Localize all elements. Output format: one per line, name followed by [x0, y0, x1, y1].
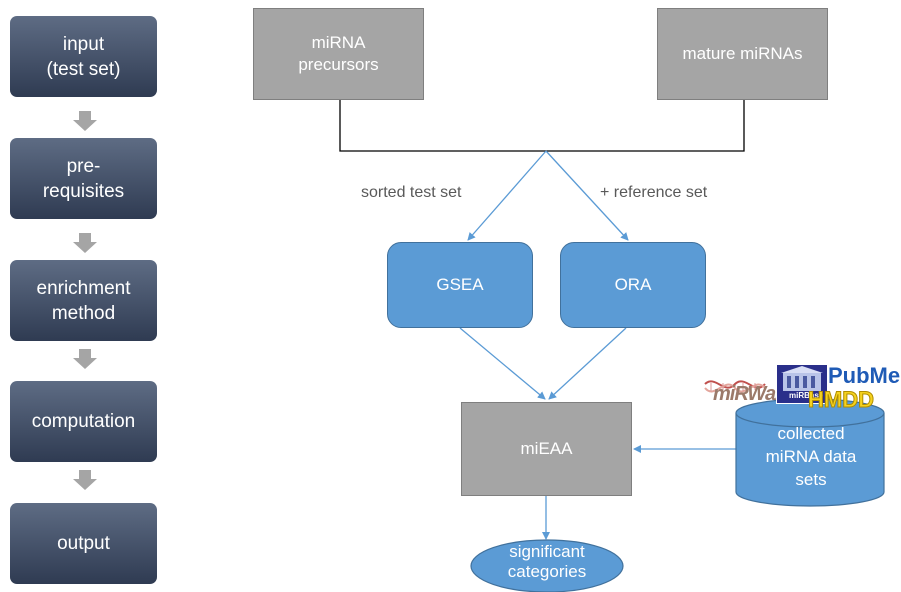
arrow-ora-to-mieaa — [548, 327, 627, 400]
precursors-line1: miRNA — [311, 33, 366, 52]
precursors-line2: precursors — [298, 55, 379, 74]
down-arrow-icon — [73, 349, 97, 369]
result-ellipse — [470, 539, 624, 592]
result-line1: significant — [509, 542, 585, 561]
hmdd-logo: HMDD — [808, 387, 875, 412]
mature-mirnas-box: mature miRNAs — [657, 8, 828, 100]
ora-label: ORA — [614, 275, 652, 294]
mirwalk-logo: miRWalk — [713, 383, 791, 405]
step-input-line1: input — [62, 33, 105, 55]
down-arrow-icon — [73, 470, 97, 490]
mirbase-logo: miRBase — [776, 364, 828, 404]
arrow-to-gsea — [467, 150, 547, 241]
arrow-gsea-to-mieaa — [459, 327, 546, 400]
down-arrow-icon — [73, 233, 97, 253]
step-enrichment-line1: enrichment — [36, 277, 131, 299]
step-prerequisites-line1: pre- — [66, 155, 101, 177]
gsea-label: GSEA — [436, 275, 484, 294]
step-prerequisites: pre- requisites — [10, 138, 157, 219]
result-label: significant categories — [471, 542, 623, 582]
database-line1: collected — [777, 424, 845, 443]
mirbase-label: miRBase — [789, 391, 824, 400]
step-enrichment-method: enrichment method — [10, 260, 157, 341]
arrow-to-ora — [545, 150, 629, 241]
database-cylinder — [735, 398, 885, 507]
mature-label: mature miRNAs — [682, 44, 803, 63]
database-label: collected miRNA data sets — [737, 422, 885, 491]
pubmed-logo: PubMed — [828, 364, 901, 388]
step-input: input (test set) — [10, 16, 157, 97]
sorted-test-set-label: sorted test set — [361, 184, 462, 201]
step-output-label: output — [57, 533, 110, 554]
step-enrichment-line2: method — [51, 302, 116, 324]
database-line3: sets — [795, 470, 827, 489]
step-input-line2: (test set) — [46, 58, 121, 80]
gsea-box: GSEA — [387, 242, 533, 328]
merge-connector — [339, 100, 745, 152]
mirna-precursors-box: miRNA precursors — [253, 8, 424, 100]
step-prerequisites-line2: requisites — [42, 180, 125, 202]
down-arrow-icon — [73, 111, 97, 131]
result-line2: categories — [507, 562, 587, 581]
step-computation-label: computation — [31, 411, 136, 432]
database-line2: miRNA data — [765, 447, 857, 466]
step-computation: computation — [10, 381, 157, 462]
step-output: output — [10, 503, 157, 584]
reference-set-label: + reference set — [600, 184, 708, 201]
ora-box: ORA — [560, 242, 706, 328]
dna-helix-icon — [704, 380, 766, 393]
mieaa-box: miEAA — [461, 402, 632, 496]
mieaa-label: miEAA — [520, 439, 573, 458]
mirbase-building-icon — [781, 366, 823, 391]
